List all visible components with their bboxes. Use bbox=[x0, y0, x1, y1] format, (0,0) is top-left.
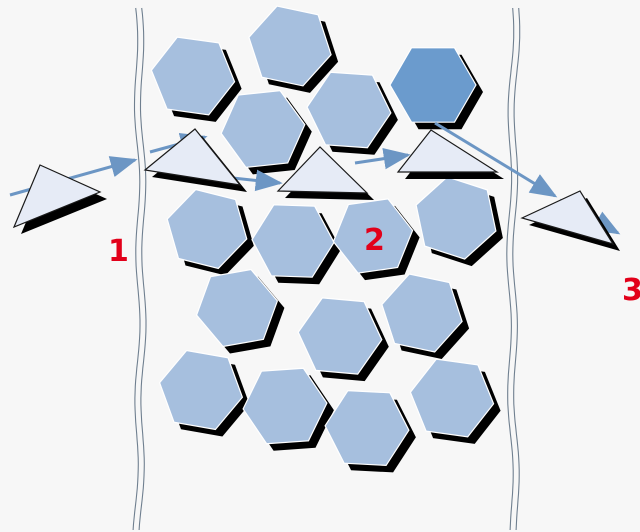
hexagon bbox=[332, 198, 420, 281]
hexagon-face bbox=[248, 5, 332, 87]
triangle-face bbox=[396, 129, 500, 173]
triangle-prism bbox=[276, 146, 374, 200]
hexagon-face bbox=[389, 47, 477, 123]
triangle-face bbox=[12, 164, 102, 229]
hexagon-face bbox=[415, 176, 497, 260]
hexagon bbox=[195, 268, 285, 354]
hexagon bbox=[166, 188, 254, 276]
label-3: 3 bbox=[622, 273, 640, 308]
hexagon-face bbox=[306, 71, 392, 149]
triangle-prism bbox=[12, 164, 107, 234]
container-walls bbox=[132, 7, 521, 531]
hexagon-highlighted bbox=[389, 47, 483, 130]
hexagon bbox=[158, 349, 250, 437]
hexagon bbox=[324, 389, 416, 473]
hexagon bbox=[251, 204, 341, 285]
hexagon-face bbox=[150, 36, 236, 116]
triangle-face bbox=[143, 128, 242, 186]
hexagon-face bbox=[381, 273, 463, 353]
hexagon bbox=[242, 367, 334, 451]
triangle-group bbox=[12, 128, 620, 251]
hexagon-face bbox=[242, 367, 328, 445]
light-ray-arrow bbox=[354, 147, 411, 170]
hexagon-face bbox=[332, 198, 414, 274]
hexagon-face bbox=[251, 204, 335, 278]
triangle-prism bbox=[520, 190, 620, 251]
triangle-face bbox=[520, 190, 615, 246]
hexagon-face bbox=[324, 389, 410, 467]
light-ray-arrow bbox=[434, 121, 558, 198]
triangle-prism bbox=[396, 129, 504, 179]
hexagon-face bbox=[195, 268, 279, 348]
label-2: 2 bbox=[364, 223, 385, 258]
hexagon bbox=[297, 297, 389, 382]
container-wall-line bbox=[138, 7, 147, 531]
container-wall-line bbox=[132, 7, 141, 531]
hexagon-face bbox=[166, 188, 248, 270]
hexagon bbox=[150, 36, 242, 122]
hexagon-face bbox=[297, 297, 383, 375]
triangle-prism bbox=[143, 128, 247, 192]
hexagon-face bbox=[220, 89, 306, 169]
hexagon-face bbox=[158, 349, 244, 431]
hexagon bbox=[306, 71, 398, 155]
container-wall-line bbox=[506, 7, 515, 531]
hexagon-cluster bbox=[150, 5, 503, 473]
hexagon bbox=[220, 89, 312, 175]
hexagon bbox=[415, 176, 503, 267]
hexagon bbox=[248, 5, 339, 93]
hexagon bbox=[409, 358, 501, 444]
triangle-face bbox=[276, 146, 369, 194]
container-wall-line bbox=[512, 7, 521, 531]
hexagon bbox=[381, 273, 470, 359]
label-1: 1 bbox=[108, 234, 129, 269]
hexagon-face bbox=[409, 358, 495, 438]
